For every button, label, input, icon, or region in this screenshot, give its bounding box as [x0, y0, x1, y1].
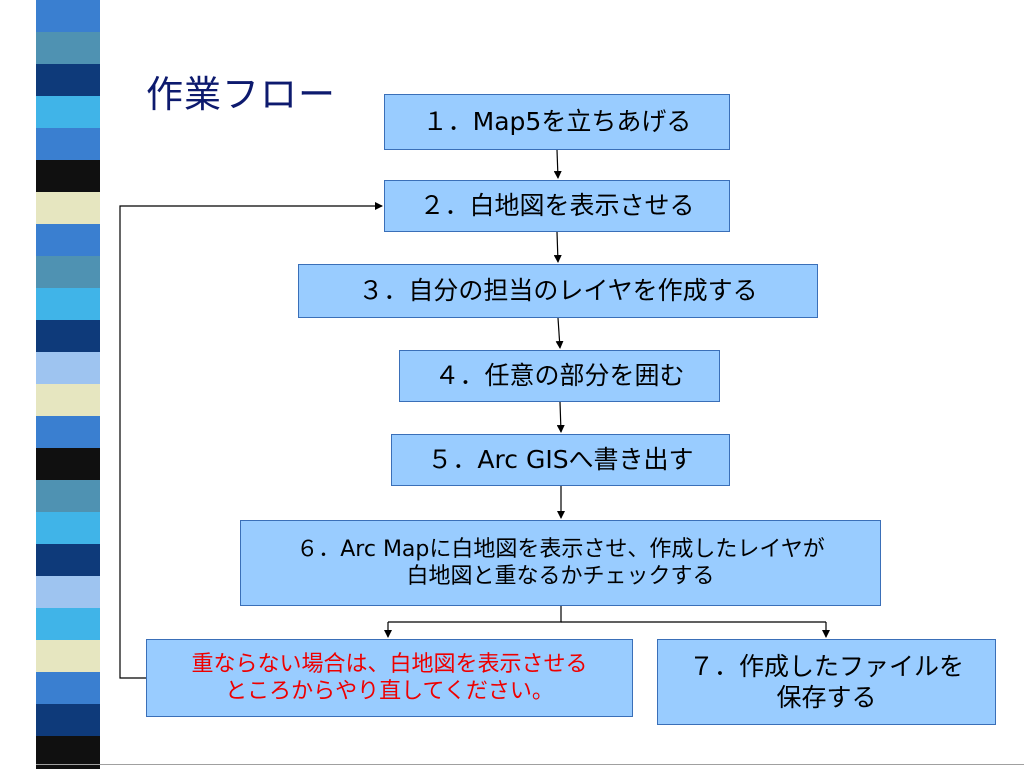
stripe-segment — [36, 576, 100, 609]
step-6-box: ６．Arc Mapに白地図を表示させ、作成したレイヤが 白地図と重なるかチェック… — [240, 520, 881, 606]
stripe-segment — [36, 672, 100, 705]
arrow-step1-to-step2 — [553, 149, 562, 179]
step-4-box: ４．任意の部分を囲む — [399, 350, 720, 402]
stripe-segment — [36, 32, 100, 65]
stripe-segment — [36, 640, 100, 673]
stripe-segment — [36, 608, 100, 641]
stripe-segment — [36, 192, 100, 225]
arrow-step4-to-step5 — [556, 401, 565, 433]
stripe-segment — [36, 288, 100, 321]
stripe-segment — [36, 256, 100, 289]
step-1-box: １．Map5を立ちあげる — [384, 94, 730, 150]
loop-back-arrow — [119, 202, 383, 679]
step-3-box: ３．自分の担当のレイヤを作成する — [298, 264, 818, 318]
step-7-line-1: ７．作成したファイルを — [688, 651, 964, 681]
retry-note-line-1: 重ならない場合は、白地図を表示させる — [191, 651, 588, 677]
stripe-segment — [36, 224, 100, 257]
step-7-line-2: 保存する — [776, 683, 877, 712]
decorative-stripe-bar — [36, 0, 100, 769]
arrow-step2-to-step3 — [553, 231, 562, 263]
stripe-segment — [36, 96, 100, 129]
step-7-box: ７．作成したファイルを 保存する — [657, 639, 996, 725]
stripe-segment — [36, 544, 100, 577]
stripe-segment — [36, 416, 100, 449]
step-3-label: ３．自分の担当のレイヤを作成する — [358, 276, 758, 306]
stripe-segment — [36, 64, 100, 97]
stripe-segment — [36, 352, 100, 385]
step-2-label: ２．白地図を表示させる — [419, 191, 695, 221]
retry-note-line-2: ところからやり直してください。 — [225, 679, 554, 704]
step-1-label: １．Map5を立ちあげる — [422, 107, 692, 137]
footer-divider — [36, 764, 1024, 765]
slide-title: 作業フロー — [146, 73, 336, 116]
stripe-segment — [36, 160, 100, 193]
stripe-segment — [36, 128, 100, 161]
stripe-segment — [36, 736, 100, 769]
step-4-label: ４．任意の部分を囲む — [434, 361, 685, 391]
stripe-segment — [36, 704, 100, 737]
step-2-box: ２．白地図を表示させる — [384, 180, 730, 232]
step-6-line-2: 白地図と重なるかチェックする — [406, 564, 715, 589]
stripe-segment — [36, 480, 100, 513]
stripe-segment — [36, 448, 100, 481]
step-5-label: ５．Arc GISへ書き出す — [427, 445, 694, 475]
retry-note-box: 重ならない場合は、白地図を表示させる ところからやり直してください。 — [146, 639, 633, 717]
stripe-segment — [36, 512, 100, 545]
arrow-step3-to-step4 — [555, 317, 564, 349]
step-6-line-1: ６．Arc Mapに白地図を表示させ、作成したレイヤが — [296, 536, 825, 562]
stripe-segment — [36, 320, 100, 353]
stripe-segment — [36, 0, 100, 33]
branch-connector — [388, 606, 562, 623]
stripe-segment — [36, 384, 100, 417]
step-5-box: ５．Arc GISへ書き出す — [391, 434, 730, 486]
